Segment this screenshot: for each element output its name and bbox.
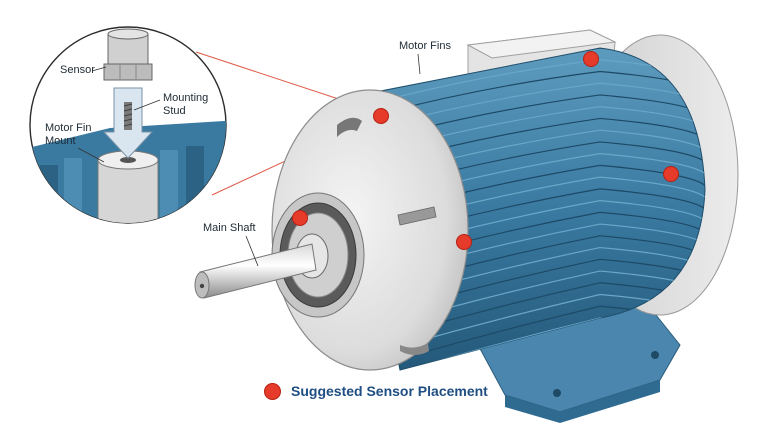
- sensor-leader: [91, 66, 107, 72]
- label-sensor: Sensor: [60, 64, 95, 76]
- sensor-marker-front-top-fin: [373, 108, 389, 124]
- sensor-markers: [292, 51, 679, 250]
- fin-mount-block: [97, 159, 159, 223]
- label-main-shaft: Main Shaft: [203, 222, 256, 234]
- shaft-center: [199, 283, 205, 289]
- sensor-marker-right-side-fin: [663, 166, 679, 182]
- motor-base-edge: [505, 380, 660, 423]
- label-mounting-stud: Mounting Stud: [163, 92, 209, 117]
- mounting-stud-leader: [133, 99, 161, 111]
- base-bolt-hole: [651, 351, 659, 359]
- inset-fin: [186, 146, 204, 223]
- main-shaft-leader: [245, 235, 259, 267]
- cap-vent-slot: [400, 343, 429, 355]
- cap-vent-slot: [337, 117, 362, 137]
- legend-marker-icon: [264, 382, 281, 400]
- base-bolt-hole: [553, 389, 561, 397]
- inset-fin: [40, 165, 58, 223]
- fin-mount-leader: [77, 147, 105, 163]
- inset-fin: [160, 150, 178, 223]
- motor-fins-leader: [417, 53, 421, 75]
- label-motor-fins: Motor Fins: [399, 40, 451, 52]
- terminal-box-top: [466, 29, 617, 59]
- fin-mount-hole: [120, 157, 136, 163]
- legend-label: Suggested Sensor Placement: [291, 383, 488, 399]
- legend: Suggested Sensor Placement: [264, 380, 488, 402]
- label-motor-fin-mount: Motor Fin Mount: [45, 122, 92, 147]
- sensor-marker-end-cap-hub: [292, 210, 308, 226]
- sensor-marker-rear-top-fin: [583, 51, 599, 67]
- mounting-stud: [124, 102, 132, 130]
- sensor-marker-front-lower-fin: [456, 234, 472, 250]
- inset-fin: [64, 158, 82, 223]
- cap-vent-slot: [397, 206, 437, 226]
- sensor-hex-base: [103, 63, 153, 81]
- sensor-top: [107, 28, 149, 40]
